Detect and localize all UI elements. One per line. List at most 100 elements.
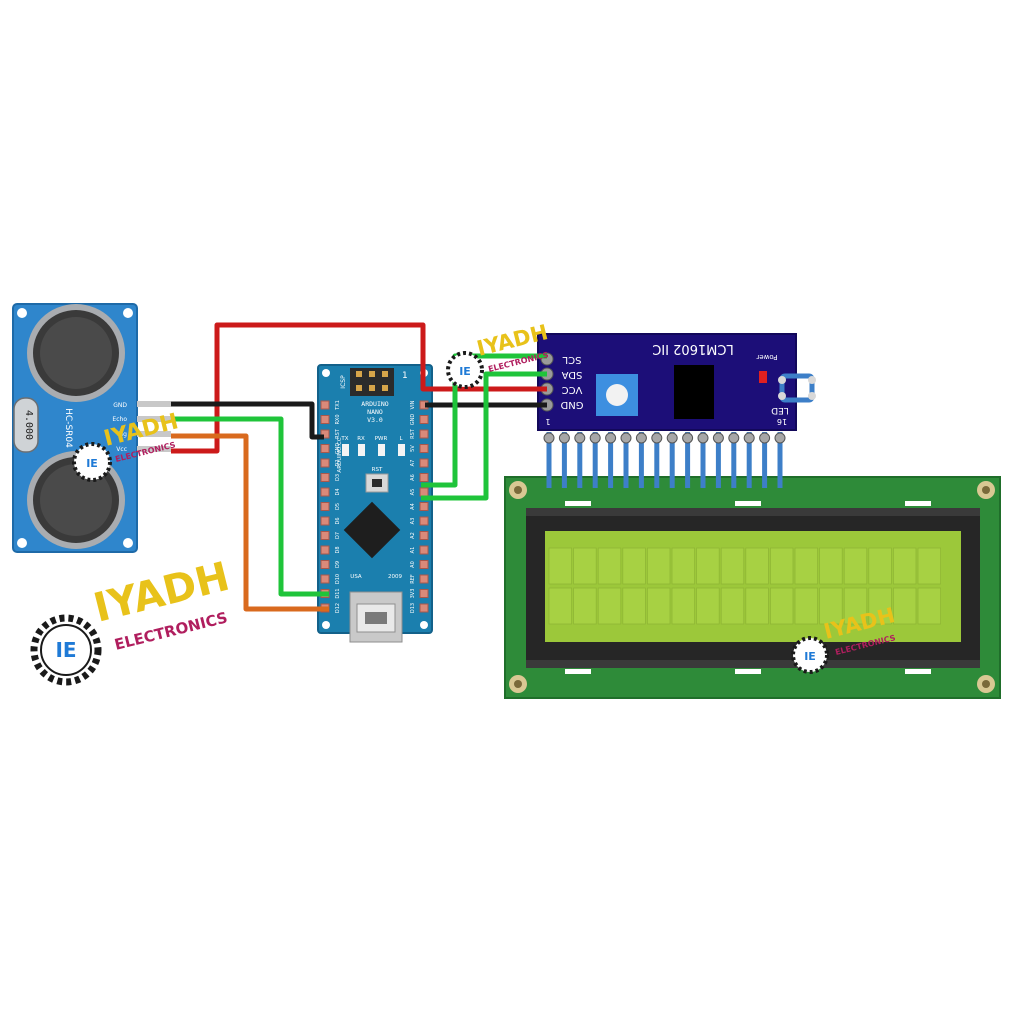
lcd-char-cell: [622, 587, 646, 625]
nano-pin-pad: [320, 429, 330, 439]
lcd-header-lead: [546, 432, 552, 488]
nano-title-line1: ARDUINO: [361, 400, 388, 408]
sensor-pin-labels: GND Echo Trig Vcc: [112, 402, 127, 453]
lcd-header-lead: [608, 432, 614, 488]
nano-pin-pad: [320, 574, 330, 584]
lcd-character-grid: [548, 547, 942, 625]
lcd-char-cell: [696, 547, 720, 585]
wire-sda: [421, 371, 547, 501]
lcd-header-pin: [774, 432, 786, 444]
lcd-header-pin: [651, 432, 663, 444]
icsp-label: ICSP: [340, 375, 347, 389]
nano-title-line3: V3.0: [367, 416, 383, 424]
power-label: Power: [756, 353, 777, 361]
lcd-char-cell: [868, 587, 892, 625]
nano-pin-pad: [419, 444, 429, 453]
nano-pin-label: D8: [335, 546, 341, 553]
lcd-header-pin: [759, 432, 771, 444]
arduino-nano: ICSP 1 ARDUINO NANO V3.0 ARDUINO.CC TX R…: [317, 364, 433, 643]
lcd-char-cell: [597, 587, 622, 625]
lcd-char-cell: [893, 547, 917, 585]
rst-label: RST: [372, 467, 383, 473]
lcd-header-pin: [697, 432, 709, 444]
nano-pin-label: RST: [410, 428, 416, 439]
lcd-char-cell: [843, 587, 868, 625]
i2c-pin-label: GND: [560, 399, 583, 410]
nano-pin-pad: [419, 415, 429, 424]
lcd-header-pin: [743, 432, 755, 444]
transducer-top: [27, 304, 125, 402]
lcd-char-cell: [843, 547, 868, 585]
watermark-badge: IE: [55, 638, 76, 662]
nano-pin-label: A2: [410, 532, 416, 539]
nano-pin-label: D13: [410, 603, 416, 613]
nano-pin-label: TX1: [335, 400, 341, 411]
lcd-header-pin: [620, 432, 632, 444]
nano-pin-pad: [320, 444, 330, 453]
power-led: [759, 371, 767, 383]
usa-label: USA: [350, 574, 362, 580]
nano-pin-label: D11: [335, 588, 341, 598]
lcd-char-cell: [647, 547, 671, 585]
nano-pin-label: REF: [410, 574, 416, 584]
year-label: 2009: [388, 574, 402, 580]
lcd-char-cell: [819, 547, 843, 585]
watermark-main: IE IYADH ELECTRONICS: [30, 554, 234, 686]
lcd-char-cell: [770, 587, 794, 625]
led-label: L: [399, 436, 403, 442]
pin1-marker: 1: [402, 371, 408, 381]
nano-pin-label: 5V: [410, 445, 416, 452]
lcd-char-cell: [745, 547, 769, 585]
sensor-pin-label: Trig: [115, 431, 127, 438]
nano-pin-pad: [419, 516, 429, 526]
nano-pin-pad: [419, 603, 429, 613]
backlight-jumper[interactable]: [778, 373, 816, 403]
ultrasonic-sensor: 4.000 HC-SR04 GND Echo Trig Vcc: [12, 303, 171, 553]
lcd-char-cell: [794, 547, 819, 585]
wires: [171, 322, 547, 612]
nano-pin-label: D5: [335, 503, 341, 510]
lcd-char-cell: [794, 587, 819, 625]
i2c-backpack: LCM1602 IIC Power LED 1 16 SCL SDA VCC G…: [537, 333, 816, 488]
lcd-display: [504, 476, 1001, 699]
nano-pin-label: RST: [335, 428, 341, 439]
nano-pin-label: A0: [410, 561, 416, 568]
nano-pin-label: D4: [335, 488, 341, 495]
led-label: LED: [771, 405, 789, 415]
lcd-header-pin: [543, 432, 555, 444]
lcd-header-lead: [777, 432, 783, 488]
nano-pin-pad: [320, 516, 330, 526]
lcd-header-lead: [577, 432, 583, 488]
lcd-header-lead: [592, 432, 598, 488]
lcd-char-cell: [548, 587, 573, 625]
contrast-potentiometer[interactable]: [596, 374, 638, 416]
nano-pin-pad: [419, 473, 429, 482]
nano-title-line2: NANO: [367, 408, 383, 416]
nano-pin-label: A6: [410, 474, 416, 481]
icsp-header: [350, 368, 394, 396]
nano-pin-label: D10: [335, 574, 341, 584]
lcd-header-pin: [728, 432, 740, 444]
lcd-char-cell: [720, 547, 745, 585]
nano-pin-pad: [419, 458, 429, 468]
watermark-badge: IE: [86, 457, 98, 470]
nano-pin-label: A4: [410, 503, 416, 510]
status-leds: TX RX PWR L: [340, 436, 405, 456]
lcd-char-cell: [573, 587, 597, 625]
nano-pin-label: D9: [335, 561, 341, 568]
nano-pin-pad: [419, 531, 429, 540]
nano-pin-label: RX0: [335, 414, 341, 424]
sensor-pin-label: GND: [113, 402, 127, 409]
watermark-i2c: IE IYADH ELECTRONICS: [446, 320, 550, 389]
lcd-header-lead: [746, 432, 752, 488]
wire-echo: [171, 416, 329, 597]
nano-pin-label: GND: [335, 443, 341, 455]
watermark-badge: IE: [804, 650, 816, 663]
reset-button[interactable]: [365, 473, 389, 493]
nano-pin-label: A1: [410, 547, 416, 554]
lcd-header-lead: [685, 432, 691, 488]
lcd-header-lead: [731, 432, 737, 488]
nano-pin-label: A3: [410, 518, 416, 525]
wire-gnd-sensor-to-nano: [171, 401, 324, 440]
